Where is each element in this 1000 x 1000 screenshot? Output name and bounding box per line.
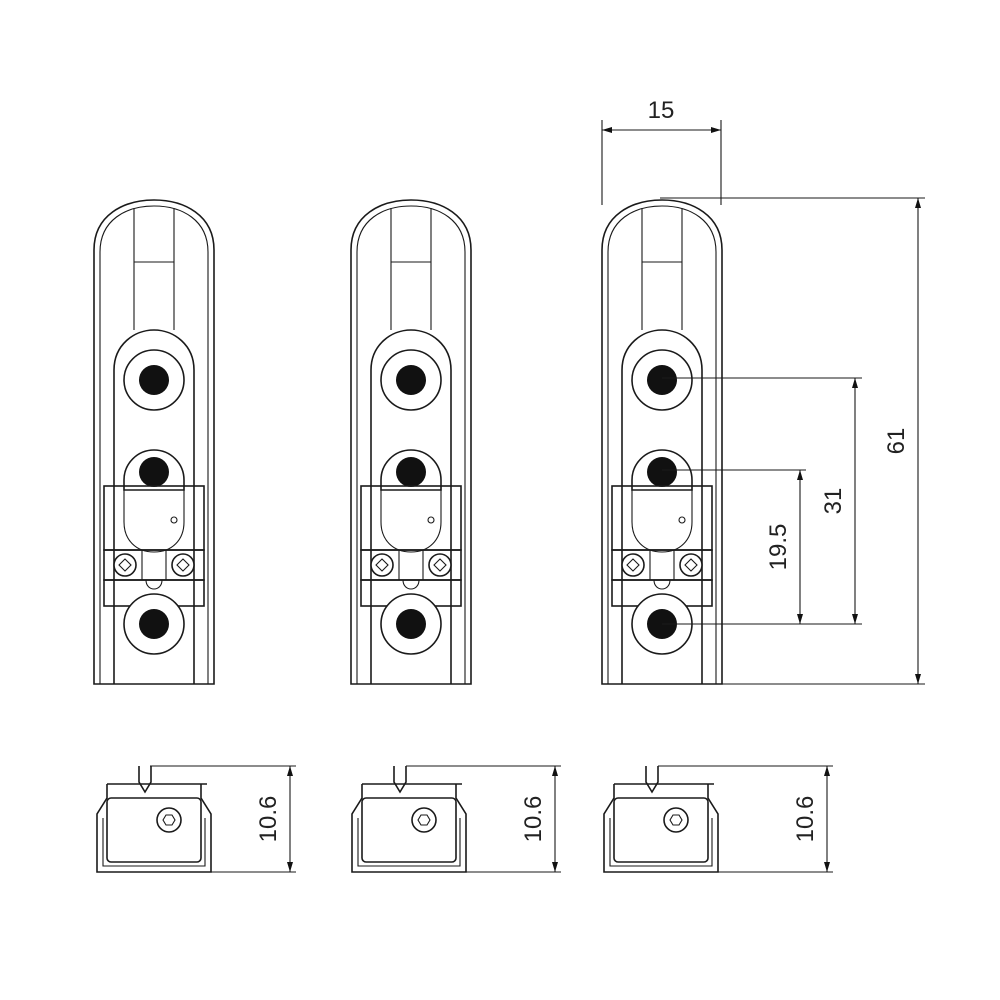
profile-height-label-2: 10.6	[520, 796, 547, 843]
height-dimension: 61	[660, 197, 925, 685]
saddle-front-view-1	[93, 199, 215, 685]
saddle-side-view-1	[96, 765, 212, 873]
saddle-front-view-2	[350, 199, 472, 685]
profile-height-label-1: 10.6	[255, 796, 282, 843]
slot-spacing-label: 31	[820, 488, 847, 515]
mid-spacing-label: 19.5	[765, 524, 792, 571]
profile-height-dimension-2: 10.6	[406, 765, 561, 873]
saddle-side-view-3	[603, 765, 719, 873]
profile-height-label-3: 10.6	[792, 796, 819, 843]
saddle-side-view-2	[351, 765, 467, 873]
width-dimension: 15	[601, 97, 722, 205]
profile-height-dimension-3: 10.6	[658, 765, 833, 873]
saddle-front-view-3	[601, 199, 723, 685]
width-label: 15	[648, 97, 675, 124]
mid-spacing-dimension: 19.5	[662, 469, 806, 624]
profile-height-dimension-1: 10.6	[150, 765, 296, 873]
height-label: 61	[883, 428, 910, 455]
slot-spacing-dimension: 31	[662, 377, 862, 625]
